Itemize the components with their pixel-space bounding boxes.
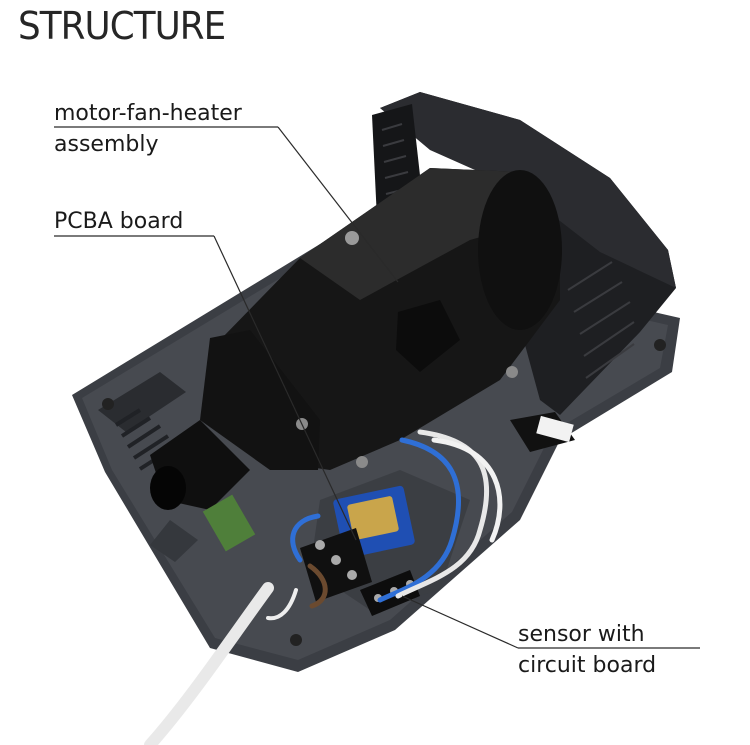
wires xyxy=(144,429,503,745)
callout-pcba-label: PCBA board xyxy=(54,209,184,234)
callout-motor-line2: assembly xyxy=(54,132,159,157)
sensor-leader-pointer xyxy=(401,595,519,649)
pcba-leader-pointer xyxy=(213,235,357,541)
callout-motor-line1: motor-fan-heater xyxy=(54,101,242,126)
motor-leader-pointer xyxy=(277,126,399,283)
callout-pcba-board: PCBA board xyxy=(54,206,183,237)
callout-motor-fan-heater: motor-fan-heater assembly xyxy=(54,98,242,160)
callout-sensor: sensor with circuit board xyxy=(518,619,656,681)
motor-fan-heater-body xyxy=(150,168,562,510)
page-title: STRUCTURE xyxy=(18,4,226,48)
leader-lines xyxy=(54,126,700,649)
callout-sensor-line2: circuit board xyxy=(518,653,657,678)
callout-sensor-line1: sensor with xyxy=(518,622,645,647)
